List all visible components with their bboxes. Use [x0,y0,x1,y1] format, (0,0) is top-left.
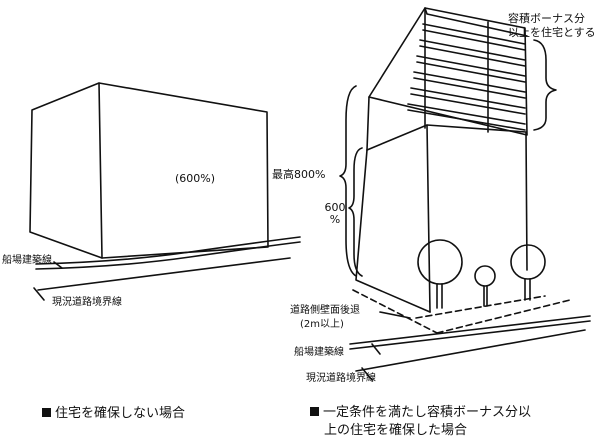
left-road-boundary-leader [33,287,45,301]
setback-label-line2: (2m以上) [300,319,344,330]
right-road-boundary-line [355,329,586,372]
left-road-boundary-line [37,257,291,291]
bonus-label-line1: 容積ボーナス分 [508,12,585,25]
left-far-label: (600%) [175,172,216,185]
right-building-line-leader [371,343,381,355]
right-trees [417,239,546,309]
left-building [29,82,269,259]
left-road-boundary-label: 現況道路境界線 [52,297,122,308]
base-label-top: 600 [324,201,346,214]
right-road-boundary-leader [361,367,373,381]
right-caption-text-1: 一定条件を満たし容積ボーナス分以 [323,405,532,420]
right-building-line-label: 船場建築線 [294,347,344,358]
right-building-line [349,315,591,350]
base-bracket [348,147,363,277]
right-caption-line2: 上の住宅を確保した場合 [324,423,468,438]
bullet-square-icon [310,407,319,416]
right-road-boundary-label: 現況道路境界線 [306,373,376,384]
right-bonus-floors [368,7,528,136]
bullet-square-icon [42,408,51,417]
bonus-label-line2: 以上を住宅とする [508,26,596,39]
left-building-line-leader [53,261,63,269]
max-label: 最高800% [272,168,326,181]
base-label: 600% [324,202,346,226]
base-label-bottom: % [329,213,341,226]
left-caption-text: 住宅を確保しない場合 [55,406,186,421]
right-setback-leader [379,311,411,319]
right-setback-lines [352,289,571,334]
max-bracket [339,85,357,277]
right-caption-line1: 一定条件を満たし容積ボーナス分以 [310,405,531,421]
left-caption: 住宅を確保しない場合 [42,406,185,422]
setback-label-line1: 道路側壁面後退 [290,305,360,316]
left-building-line-label: 船場建築線 [2,255,52,266]
bonus-bracket [533,39,557,131]
left-building-line [35,236,301,270]
